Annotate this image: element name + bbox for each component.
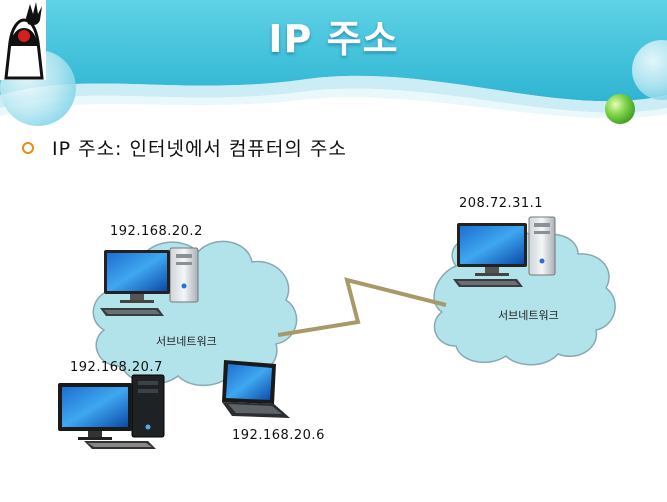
bullet-text: IP 주소: 인터넷에서 컴퓨터의 주소 [52,138,347,160]
desktop-computer-icon [453,216,556,287]
header-banner: IP 주소 [0,0,667,130]
page-title: IP 주소 [268,17,399,61]
host-ip-label: 192.168.20.2 [110,224,203,239]
host-ip-label: 192.168.20.6 [232,428,325,443]
network-diagram: 192.168.20.2 192.168.20.7 192.168.20.6 2… [0,170,667,498]
laptop-icon [222,360,290,418]
green-ball-decoration [605,94,635,124]
diagram-canvas [58,216,616,449]
host-ip-label: 192.168.20.7 [70,360,163,375]
duke-mascot-icon [0,0,46,80]
subnetwork-label: 서브네트워크 [156,335,217,348]
desktop-computer-icon [100,247,199,316]
subnetwork-label: 서브네트워크 [498,309,559,322]
bubble-decoration [632,40,667,100]
desktop-computer-icon [58,374,165,449]
bullet-circle-icon [22,142,34,154]
network-link-icon [277,277,447,337]
header-wave-background [0,0,667,126]
host-ip-label: 208.72.31.1 [459,196,544,211]
